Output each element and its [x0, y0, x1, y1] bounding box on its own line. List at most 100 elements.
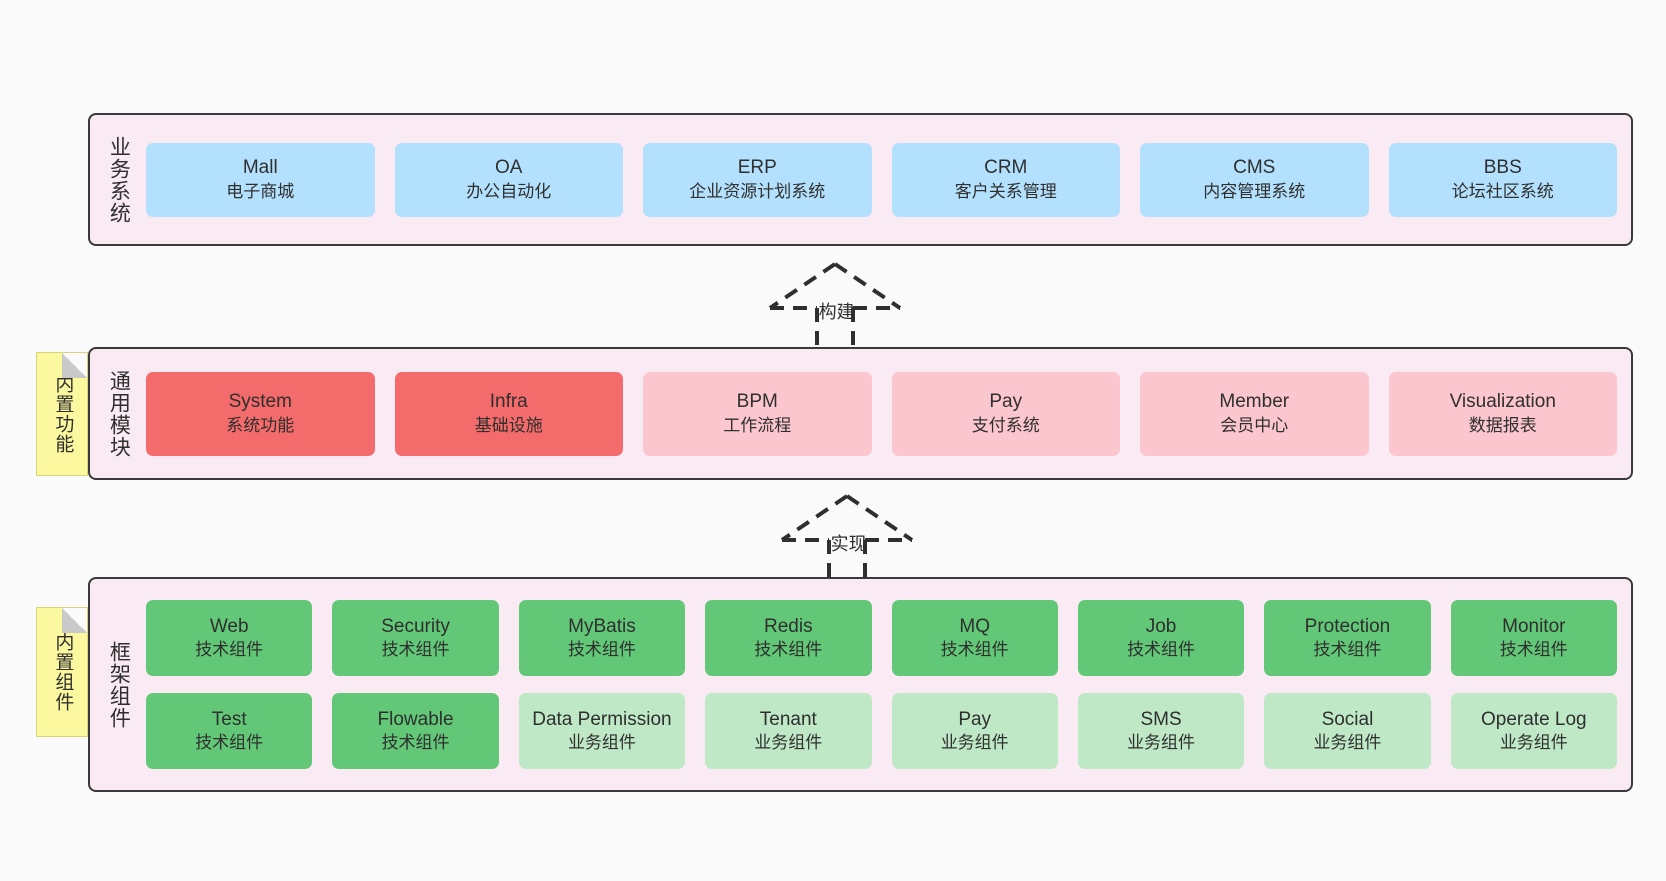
node-bbs[interactable]: BBS 论坛社区系统 — [1388, 142, 1617, 217]
layer-business-systems-label: 业务系统 — [107, 135, 131, 224]
node-security-title: Security — [381, 615, 450, 637]
module-node-row: System 系统功能 Infra 基础设施 BPM 工作流程 Pay 支付系统… — [146, 371, 1617, 456]
node-data-permission-title: Data Permission — [532, 708, 672, 730]
node-monitor-title: Monitor — [1502, 615, 1566, 637]
connector-implement-label: 实现 — [830, 534, 867, 554]
layer-framework-components-label: 框架组件 — [107, 640, 131, 729]
node-test[interactable]: Test 技术组件 — [146, 693, 313, 769]
layer-business-systems-body: Mall 电子商城 OA 办公自动化 ERP 企业资源计划系统 CRM 客户关系… — [146, 115, 1631, 244]
node-visualization-sub: 数据报表 — [1468, 415, 1537, 435]
node-redis[interactable]: Redis 技术组件 — [705, 600, 872, 676]
node-monitor[interactable]: Monitor 技术组件 — [1450, 600, 1617, 676]
node-test-title: Test — [211, 708, 247, 730]
node-system-sub: 系统功能 — [226, 415, 295, 435]
node-web-sub: 技术组件 — [195, 640, 264, 660]
node-tenant-title: Tenant — [759, 708, 817, 730]
node-cms-sub: 内容管理系统 — [1203, 181, 1306, 201]
layer-common-modules-label: 通用模块 — [107, 369, 131, 458]
node-infra-sub: 基础设施 — [474, 415, 543, 435]
node-redis-sub: 技术组件 — [754, 640, 823, 660]
node-system-title: System — [228, 391, 292, 413]
node-sms[interactable]: SMS 业务组件 — [1077, 693, 1245, 769]
node-pay-component-title: Pay — [958, 708, 992, 730]
node-bpm-sub: 工作流程 — [723, 415, 792, 435]
node-sms-sub: 业务组件 — [1127, 733, 1196, 753]
node-job[interactable]: Job 技术组件 — [1077, 600, 1245, 676]
node-flowable-sub: 技术组件 — [381, 733, 450, 753]
node-crm[interactable]: CRM 客户关系管理 — [891, 142, 1120, 217]
node-flowable[interactable]: Flowable 技术组件 — [332, 693, 499, 769]
node-operate-log[interactable]: Operate Log 业务组件 — [1450, 693, 1617, 769]
node-tenant[interactable]: Tenant 业务组件 — [705, 693, 872, 769]
connector-build-label: 构建 — [818, 302, 855, 322]
node-security[interactable]: Security 技术组件 — [332, 600, 499, 676]
business-node-row: Mall 电子商城 OA 办公自动化 ERP 企业资源计划系统 CRM 客户关系… — [146, 142, 1617, 217]
node-pay-component-sub: 业务组件 — [940, 733, 1009, 753]
node-web-title: Web — [209, 615, 249, 637]
connector-build-arrow-icon — [768, 262, 902, 352]
node-system[interactable]: System 系统功能 — [146, 371, 375, 456]
node-web[interactable]: Web 技术组件 — [146, 600, 313, 676]
node-oa[interactable]: OA 办公自动化 — [394, 142, 623, 217]
node-visualization[interactable]: Visualization 数据报表 — [1388, 371, 1617, 456]
node-erp-title: ERP — [737, 157, 777, 179]
node-pay-module[interactable]: Pay 支付系统 — [891, 371, 1120, 456]
node-bpm-title: BPM — [736, 391, 778, 413]
node-pay-module-sub: 支付系统 — [971, 415, 1040, 435]
layer-business-systems: 业务系统 Mall 电子商城 OA 办公自动化 ERP 企业资源计划系统 CRM… — [88, 113, 1633, 246]
node-bpm[interactable]: BPM 工作流程 — [643, 371, 872, 456]
node-social[interactable]: Social 业务组件 — [1264, 693, 1431, 769]
node-infra[interactable]: Infra 基础设施 — [394, 371, 623, 456]
node-pay-module-title: Pay — [989, 391, 1023, 413]
node-redis-title: Redis — [764, 615, 813, 637]
framework-node-row-1: Web 技术组件 Security 技术组件 MyBatis 技术组件 Redi… — [146, 600, 1617, 676]
node-mall[interactable]: Mall 电子商城 — [146, 142, 375, 217]
node-cms[interactable]: CMS 内容管理系统 — [1140, 142, 1369, 217]
node-mall-sub: 电子商城 — [226, 181, 295, 201]
node-bbs-title: BBS — [1483, 157, 1522, 179]
node-social-sub: 业务组件 — [1313, 733, 1382, 753]
node-data-permission[interactable]: Data Permission 业务组件 — [518, 693, 686, 769]
connector-implement-arrow-icon — [780, 494, 914, 584]
node-erp[interactable]: ERP 企业资源计划系统 — [643, 142, 872, 217]
node-member-sub: 会员中心 — [1220, 415, 1289, 435]
connector-build: 构建 — [760, 262, 910, 354]
layer-common-modules-body: System 系统功能 Infra 基础设施 BPM 工作流程 Pay 支付系统… — [146, 349, 1631, 478]
node-mybatis[interactable]: MyBatis 技术组件 — [518, 600, 686, 676]
node-mq-sub: 技术组件 — [940, 640, 1009, 660]
node-tenant-sub: 业务组件 — [754, 733, 823, 753]
node-crm-title: CRM — [984, 157, 1028, 179]
node-cms-title: CMS — [1233, 157, 1276, 179]
node-member[interactable]: Member 会员中心 — [1140, 371, 1369, 456]
node-operate-log-title: Operate Log — [1480, 708, 1587, 730]
node-mybatis-sub: 技术组件 — [567, 640, 636, 660]
node-job-title: Job — [1145, 615, 1177, 637]
node-social-title: Social — [1321, 708, 1374, 730]
node-member-title: Member — [1219, 391, 1290, 413]
node-oa-title: OA — [495, 157, 523, 179]
node-flowable-title: Flowable — [377, 708, 454, 730]
node-crm-sub: 客户关系管理 — [954, 181, 1057, 201]
node-erp-sub: 企业资源计划系统 — [689, 181, 826, 201]
node-mybatis-title: MyBatis — [568, 615, 636, 637]
node-pay-component[interactable]: Pay 业务组件 — [891, 693, 1058, 769]
node-protection-sub: 技术组件 — [1313, 640, 1382, 660]
layer-common-modules: 通用模块 System 系统功能 Infra 基础设施 BPM 工作流程 Pay… — [88, 347, 1633, 480]
node-visualization-title: Visualization — [1449, 391, 1556, 413]
node-bbs-sub: 论坛社区系统 — [1451, 181, 1554, 201]
node-infra-title: Infra — [489, 391, 528, 413]
layer-framework-components-body: Web 技术组件 Security 技术组件 MyBatis 技术组件 Redi… — [146, 579, 1631, 790]
node-protection[interactable]: Protection 技术组件 — [1264, 600, 1431, 676]
layer-framework-components: 框架组件 Web 技术组件 Security 技术组件 MyBatis 技术组件… — [88, 577, 1633, 792]
node-security-sub: 技术组件 — [381, 640, 450, 660]
node-protection-title: Protection — [1304, 615, 1391, 637]
sticky-note-builtin-components-label: 内置组件 — [52, 632, 74, 712]
sticky-note-builtin-functions-label: 内置功能 — [52, 374, 74, 454]
node-operate-log-sub: 业务组件 — [1499, 733, 1568, 753]
node-mall-title: Mall — [242, 157, 278, 179]
connector-implement: 实现 — [772, 494, 922, 586]
node-sms-title: SMS — [1140, 708, 1182, 730]
node-mq[interactable]: MQ 技术组件 — [891, 600, 1058, 676]
sticky-note-builtin-components: 内置组件 — [36, 607, 88, 737]
